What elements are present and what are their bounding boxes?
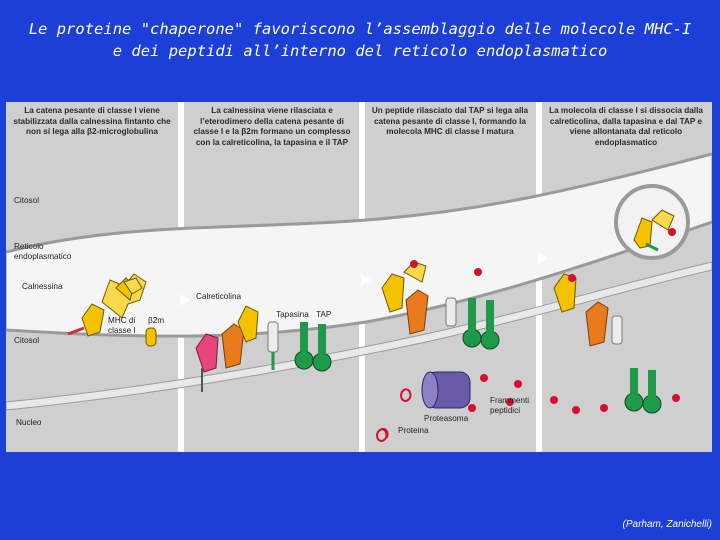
peptide-dot: [568, 274, 576, 282]
peptide-fragment-dot: [572, 406, 580, 414]
tap-3: [462, 298, 500, 350]
label-nucleo: Nucleo: [16, 418, 42, 427]
tapasin-2: [267, 321, 279, 370]
arrow-icon: [538, 252, 548, 264]
figure-diagram: La catena pesante di classe I viene stab…: [6, 102, 712, 452]
mhc-class-i-3: [381, 261, 427, 313]
peptide-fragment-dot: [550, 396, 558, 404]
vesicle: [614, 184, 690, 260]
calreticulin-2: [221, 323, 245, 369]
panel-3-caption: Un peptide rilasciato dal TAP si lega al…: [371, 106, 529, 137]
mhc-class-i-2: [195, 333, 219, 392]
calnexin-2: [123, 277, 143, 295]
label-b2m: β2m: [148, 316, 165, 325]
protein-squiggle-icon: [376, 428, 389, 442]
label-calnessina: Calnessina: [22, 282, 63, 291]
title-line-1: Le proteine "chaperone" favoriscono l’as…: [28, 20, 692, 38]
label-citosol-bottom: Citosol: [14, 336, 40, 345]
nuclear-envelope: [6, 261, 712, 411]
tap-4: [624, 368, 662, 414]
label-tapasina: Tapasina: [276, 310, 309, 319]
er-membrane-upper: [6, 152, 712, 254]
proteasome: [421, 371, 471, 409]
label-proteasoma: Proteasoma: [424, 414, 469, 423]
peptide-fragment-dot: [480, 374, 488, 382]
panel-4-caption: La molecola di classe I si dissocia dall…: [549, 106, 703, 147]
label-calreticolina: Calreticolina: [196, 292, 242, 301]
peptide-fragment-dot: [506, 398, 514, 406]
arrow-icon: [180, 294, 190, 306]
tapasin-4: [611, 315, 623, 345]
credit: (Parham, Zanichelli): [622, 519, 712, 530]
peptide-fragment-dot: [600, 404, 608, 412]
label-reticolo: Reticolo endoplasmatico: [14, 242, 72, 261]
peptide-fragment-dot: [468, 404, 476, 412]
label-citosol-top: Citosol: [14, 196, 40, 205]
calreticulin-3: [405, 289, 429, 335]
calreticulin-4: [585, 301, 609, 347]
er-membrane-lower: [6, 220, 712, 338]
mhc-heavy-chain-1: [67, 303, 105, 337]
panel-2-caption: La calnessina viene rilasciata e l’etero…: [193, 106, 351, 147]
label-mhc: MHC di classe I: [108, 316, 136, 335]
peptide-fragment-dot: [514, 380, 522, 388]
label-frammenti: Frammenti peptidici: [490, 396, 530, 415]
mhc-class-i-4: [553, 273, 577, 313]
diagram-graphics: [6, 102, 712, 452]
peptide-fragment-dot: [672, 394, 680, 402]
arrow-icon: [361, 274, 371, 286]
peptide-dot: [474, 268, 482, 276]
tap-2: [294, 322, 332, 372]
label-proteina: Proteina: [398, 426, 429, 435]
peptide-dot: [410, 260, 418, 268]
b2m-1: [145, 327, 157, 347]
mhc-2: [237, 305, 259, 343]
title-line-2: e dei peptidi all’interno del reticolo e…: [112, 42, 608, 60]
panel-1-caption: La catena pesante di classe I viene stab…: [13, 106, 171, 137]
slide-title: Le proteine "chaperone" favoriscono l’as…: [0, 18, 720, 62]
tapasin-3: [445, 297, 457, 327]
protein-squiggle-icon: [400, 388, 412, 402]
label-tap: TAP: [316, 310, 332, 319]
